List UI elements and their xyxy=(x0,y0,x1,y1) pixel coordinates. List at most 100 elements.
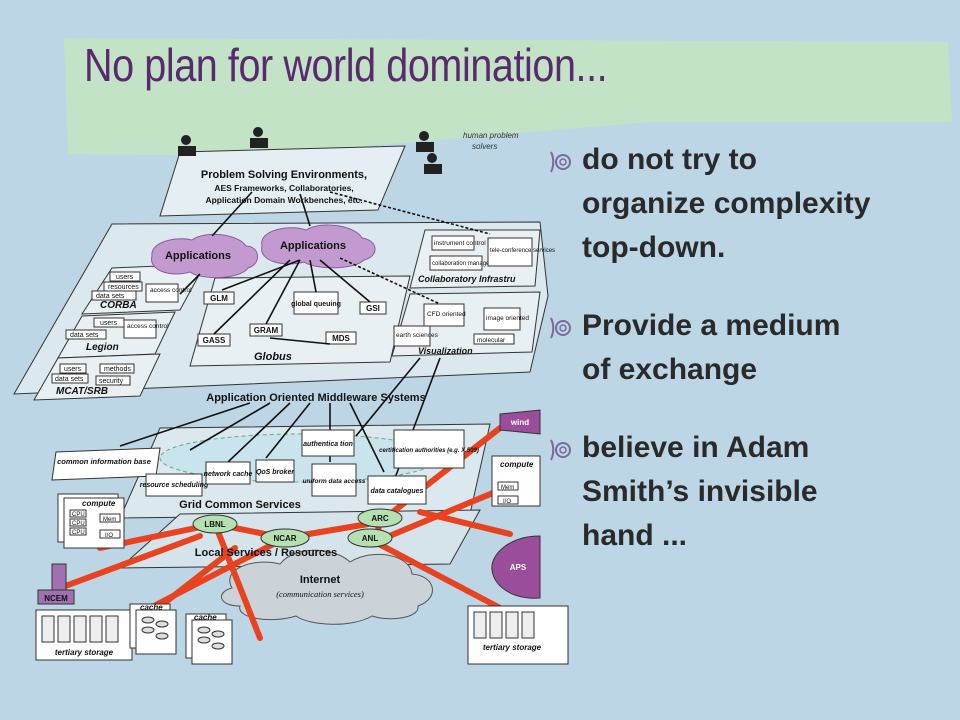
data-catalogues-box xyxy=(367,475,427,505)
lbnl-node xyxy=(192,514,238,534)
bullet-spiral-icon xyxy=(550,317,571,339)
authentication-label: authentica tion xyxy=(303,441,353,448)
bullet-3-line-2: Smith’s invisible xyxy=(582,475,818,508)
lbnl-label: LBNL xyxy=(204,520,225,529)
wind-shape xyxy=(499,409,541,435)
bullet-3: believe in Adam Smith’s invisible hand .… xyxy=(548,426,953,558)
comm-services-label: (communication services) xyxy=(276,589,364,599)
cpu-label-3: CPU xyxy=(72,530,85,536)
mem-label-left: Mem xyxy=(103,517,116,523)
network-cache-box xyxy=(205,461,251,485)
applications-label-1: Applications xyxy=(165,250,231,262)
wind-label: wind xyxy=(510,418,529,427)
bullet-1-line-2: organize complexity xyxy=(582,187,871,220)
legion-datasets: data sets xyxy=(70,332,99,339)
applications-cloud-2 xyxy=(261,224,376,269)
earth-sciences-label: earth sciences xyxy=(396,332,439,339)
pse-layer xyxy=(159,145,406,217)
visualization-label: Visualization xyxy=(418,346,473,356)
pse-label-1: Problem Solving Environments, xyxy=(201,169,367,181)
collab-mgmt-box xyxy=(429,255,483,271)
title-band xyxy=(64,38,952,156)
ncar-node xyxy=(260,528,310,548)
corba-datasets: data sets xyxy=(96,293,125,300)
bullet-1-line-3: top-down. xyxy=(582,231,726,264)
cache-left: cache xyxy=(129,603,177,655)
ncem-pillar xyxy=(51,563,67,591)
cert-auth-label: certification authorities (e.g. X.509) xyxy=(379,448,479,454)
slide-title: No plan for world domination... xyxy=(84,39,608,91)
uniform-data-box xyxy=(311,463,357,497)
corba-resources: resources xyxy=(108,284,139,291)
data-catalogues-label: data catalogues xyxy=(371,488,424,495)
anl-node xyxy=(347,528,393,548)
gsi-label: GSI xyxy=(366,304,380,313)
dependency-arrows xyxy=(119,191,491,479)
cfd-label: CFD oriented xyxy=(427,311,466,318)
cpu-label-1: CPU xyxy=(72,512,85,518)
instrument-control-box xyxy=(431,235,475,251)
arc-node xyxy=(357,508,403,528)
compute-cluster-right: compute Mem I/O xyxy=(491,455,541,507)
mcat-methods-box xyxy=(99,363,135,374)
glm-box xyxy=(203,291,235,305)
legion-access: access control xyxy=(127,323,169,330)
globus-label: Globus xyxy=(254,351,292,363)
mcat-datasets: data sets xyxy=(55,376,84,383)
mcat-label: MCAT/SRB xyxy=(56,386,108,397)
compute-cluster-left: compute CPU CPU CPU Mem I/O xyxy=(57,493,125,549)
compute-label-right: compute xyxy=(500,460,534,469)
uniform-data-label: uniform data access xyxy=(303,478,366,485)
collab-mgmt-label: collaboration management xyxy=(432,261,503,267)
bullet-3-line-3: hand ... xyxy=(582,519,687,552)
compute-label-left: compute xyxy=(82,499,116,508)
bullet-3-line-1: believe in Adam xyxy=(582,431,810,464)
mcat-users-box xyxy=(59,363,87,374)
cache-label-2: cache xyxy=(194,613,217,622)
molecular-box xyxy=(473,333,515,345)
bullet-2: Provide a medium of exchange xyxy=(548,304,953,392)
pse-label-3: Application Domain Workbenches, etc. xyxy=(205,195,362,205)
applications-cloud-1 xyxy=(151,233,258,279)
corba-label: CORBA xyxy=(100,300,137,311)
pse-label-2: AES Frameworks, Collaboratories, xyxy=(214,183,353,193)
human-solvers-label-2: solvers xyxy=(472,142,497,151)
corba-users-box xyxy=(109,271,141,282)
legion-label: Legion xyxy=(86,342,119,353)
io-label-right: I/O xyxy=(503,499,511,505)
mds-label: MDS xyxy=(332,334,350,343)
corba-access-box xyxy=(145,283,179,303)
qos-broker-label: QoS broker xyxy=(256,469,295,476)
mcat-methods: methods xyxy=(104,366,131,373)
anl-label: ANL xyxy=(362,534,379,543)
cfd-box xyxy=(423,303,465,327)
ncem-label: NCEM xyxy=(44,594,68,603)
image-oriented-label: image oriented xyxy=(486,315,529,322)
bullet-list: do not try to organize complexity top-do… xyxy=(548,138,953,592)
global-queuing-label: global queuing xyxy=(291,301,341,308)
arc-label: ARC xyxy=(371,514,389,523)
instrument-control-label: instrument control xyxy=(434,240,486,247)
cache-right: cache xyxy=(185,613,233,665)
mem-label-right: Mem xyxy=(501,485,514,491)
molecular-label: molecular xyxy=(477,337,506,344)
gram-label: GRAM xyxy=(254,326,279,335)
cert-auth-box xyxy=(393,429,465,469)
bullet-2-line-2: of exchange xyxy=(582,353,758,386)
bullet-1: do not try to organize complexity top-do… xyxy=(548,138,953,270)
ncar-label: NCAR xyxy=(273,534,296,543)
mcat-security-box xyxy=(95,375,131,386)
authentication-box xyxy=(301,429,355,457)
human-solvers-label-1: human problem xyxy=(463,131,519,140)
applications-label-2: Applications xyxy=(280,240,346,252)
teleconf-box xyxy=(487,237,533,267)
image-oriented-box xyxy=(483,307,521,331)
bullet-spiral-icon xyxy=(550,439,571,461)
glm-label: GLM xyxy=(210,294,228,303)
mds-box xyxy=(325,331,357,345)
legion-datasets-box xyxy=(65,329,107,340)
corba-access: access control xyxy=(150,287,192,294)
grid-architecture-diagram: human problem solvers Problem Solving En… xyxy=(13,127,569,665)
aps-shape xyxy=(491,535,541,599)
